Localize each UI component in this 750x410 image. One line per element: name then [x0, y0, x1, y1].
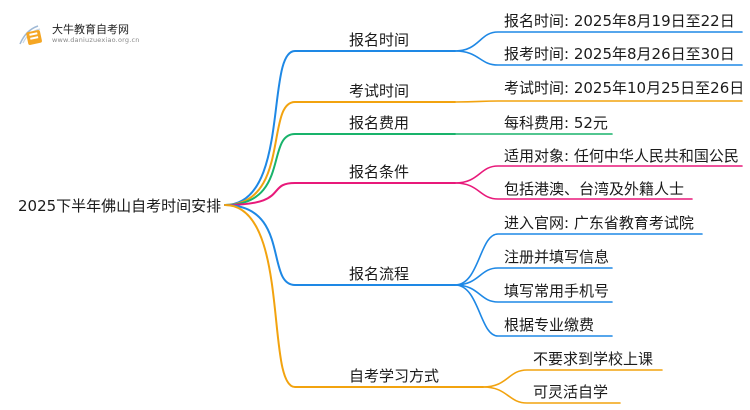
leaf-fee-per-subject: 每科费用: 52元 — [504, 114, 608, 132]
branch-connector — [224, 101, 456, 206]
root-topic: 2025下半年佛山自考时间安排 — [18, 197, 222, 215]
leaf-pay-fee: 根据专业缴费 — [504, 316, 595, 334]
leaf-eligible-foreigners: 包括港澳、台湾及外籍人士 — [504, 180, 685, 198]
logo-name: 大牛教育自考网 — [52, 23, 129, 36]
leaf-register-info: 注册并填写信息 — [504, 248, 610, 266]
leaf-connector — [454, 31, 743, 52]
branch-process: 报名流程 — [349, 265, 410, 283]
leaf-official-site: 进入官网: 广东省教育考试院 — [504, 214, 694, 232]
branch-fees: 报名费用 — [349, 114, 410, 132]
leaf-eligible-applicants: 适用对象: 任何中华人民共和国公民 — [504, 147, 739, 165]
leaf-connector — [454, 182, 693, 200]
branch-eligibility: 报名条件 — [349, 163, 410, 181]
leaf-connector — [454, 284, 613, 303]
leaf-phone-number: 填写常用手机号 — [504, 282, 610, 300]
branch-registration-time: 报名时间 — [349, 31, 410, 49]
leaf-connector — [482, 386, 621, 404]
book-icon — [19, 25, 42, 45]
leaf-application-period: 报考时间: 2025年8月26日至30日 — [504, 45, 735, 63]
branch-connector — [224, 182, 456, 206]
leaf-connector — [454, 50, 743, 66]
branch-exam-time: 考试时间 — [349, 82, 410, 100]
logo: 大牛教育自考网 www.daniuzuexiao.org.cn — [18, 20, 178, 52]
branch-connector — [224, 204, 456, 286]
logo-url: www.daniuzuexiao.org.cn — [52, 36, 140, 44]
branch-connector — [224, 133, 456, 206]
leaf-exam-period: 考试时间: 2025年10月25日至26日 — [504, 79, 745, 97]
leaf-connector — [454, 100, 743, 103]
leaf-no-class: 不要求到学校上课 — [533, 350, 654, 368]
leaf-connector — [454, 267, 613, 286]
leaf-registration-period: 报名时间: 2025年8月19日至22日 — [504, 12, 735, 30]
leaf-connector — [482, 369, 663, 388]
branch-connector — [224, 204, 484, 388]
leaf-connector — [454, 165, 743, 184]
leaf-connector — [454, 233, 703, 286]
branch-study-mode: 自考学习方式 — [349, 367, 440, 385]
leaf-connector — [454, 284, 613, 337]
branch-connector — [224, 50, 456, 206]
leaf-self-study: 可灵活自学 — [533, 383, 609, 401]
